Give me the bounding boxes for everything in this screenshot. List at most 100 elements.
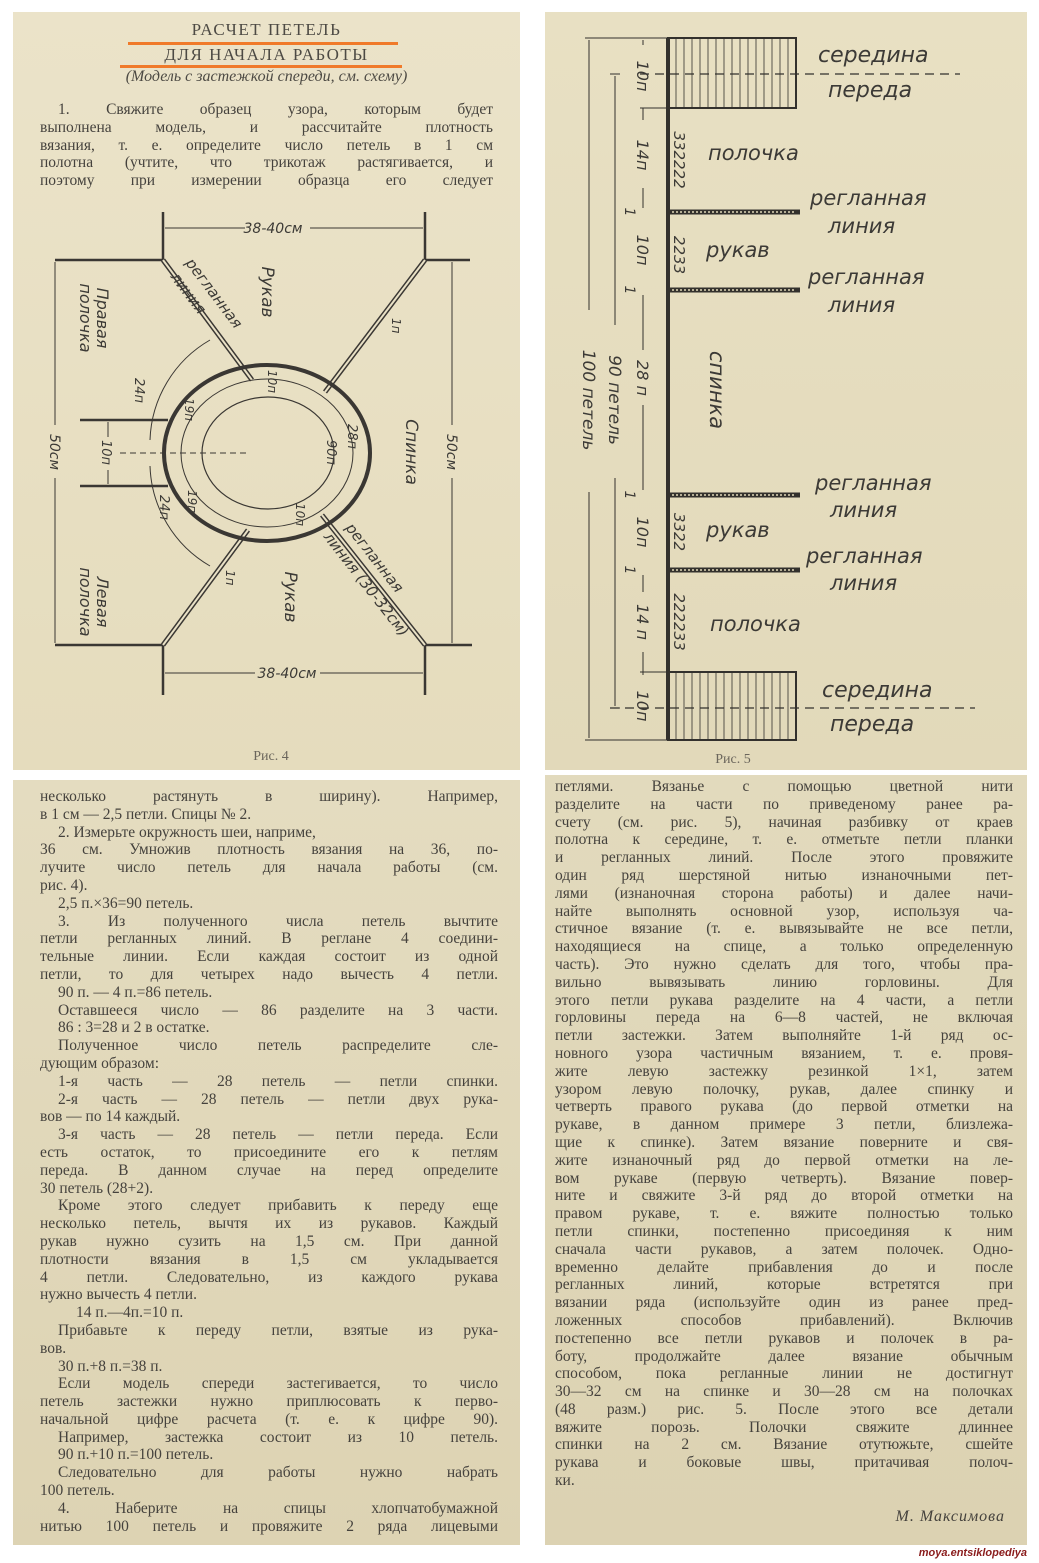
height-right-label: 50см	[443, 434, 459, 471]
dimension-label: 10п	[633, 235, 652, 266]
text-line: петли, то для четырех надо вычесть 4 пет…	[40, 965, 498, 983]
text-line: плотности вязания в 1,5 см укладывается	[40, 1250, 498, 1268]
text-line: Например, застежка состоит из 10 петель.	[58, 1428, 498, 1446]
text-line: спинки на 2 см. Вязание отутюжьте, сшейт…	[555, 1436, 1013, 1454]
text-line: 1. Свяжите образец узора, которым будет	[58, 101, 493, 118]
arc-24-bottom	[149, 465, 211, 567]
author-signature: М. Максимова	[895, 1508, 1005, 1525]
text-line: несколько петель, вычтя их из рукавов. К…	[40, 1215, 498, 1233]
text-line: регланных линий, которые встретятся при	[555, 1276, 1013, 1294]
text-line: рис. 4).	[40, 876, 88, 894]
text-line: переда. В данном случае на перед определ…	[40, 1161, 498, 1179]
text-line: новного узора частичным вязанием, т. е. …	[555, 1044, 1013, 1062]
text-line: полотна (учтите, что трикотаж растягивае…	[40, 154, 493, 172]
text-line: петли застежки. Затем выполняйте 1-й ряд…	[555, 1027, 1013, 1045]
text-line: 30 петель (28+2).	[40, 1179, 154, 1197]
text-line: нитью 100 петель и провяжите 2 ряда лице…	[40, 1517, 498, 1535]
text-line: выполнена модель, и рассчитайте плотност…	[40, 118, 493, 136]
article-title-line1: РАСЧЕТ ПЕТЕЛЬ	[191, 20, 342, 39]
stitch-arc	[180, 378, 354, 528]
width-bottom-label: 38-40см	[258, 666, 317, 682]
dimension-label: 10п	[633, 517, 652, 548]
dimension-label: 1	[621, 208, 637, 217]
text-line: тельные линии. Если каждая состоит из од…	[40, 948, 498, 966]
stitch-count-label: 10п	[265, 370, 279, 393]
stitch-count-label: 1п	[389, 318, 403, 334]
text-line: 100 петель.	[40, 1482, 115, 1500]
front-label: полочка	[708, 141, 799, 165]
text-line: петель застежки нужно приплюсовать к пер…	[40, 1393, 498, 1411]
arc-24-top	[149, 339, 211, 441]
text-line: Следовательно для работы нужно набрать	[58, 1464, 498, 1482]
raglan-line-label: линия	[827, 293, 895, 317]
text-line: 2. Измерьте окружность шеи, наприме,	[58, 823, 316, 841]
stitch-marks: 222233	[670, 593, 688, 650]
text-line: Прибавьте к переду петли, взятые из рука…	[58, 1321, 498, 1339]
watermark: moya.entsiklopediya	[918, 1547, 1027, 1559]
dimension-label: 14 п	[633, 604, 652, 640]
text-line: 86 : 3=28 и 2 в остатке.	[58, 1019, 210, 1037]
raglan-line-label: линия	[827, 214, 895, 238]
sleeve-bottom-label: Рукав	[280, 571, 300, 622]
stitch-count-label: 10п	[293, 503, 307, 526]
text-line: ните и свяжите 3-й ряд до второй отметки…	[555, 1187, 1013, 1205]
text-line: лучите число петель для начала работы (с…	[40, 859, 498, 877]
raglan-line-label: регланная	[814, 471, 932, 495]
text-line: 3. Из полученного числа петель вычтите	[58, 912, 498, 930]
right-front-label: Правая	[93, 288, 112, 349]
text-line: 4. Наберите на спицы хлопчатобумажной	[58, 1499, 498, 1517]
text-line: 14 п.—4п.=10 п.	[76, 1304, 184, 1322]
text-line: 4 петли. Следовательно, из каждого рукав…	[40, 1268, 498, 1286]
text-line: несколько растянуть в ширину). Например,	[40, 788, 498, 805]
front-center-label: переда	[830, 712, 914, 737]
stitch-count-label: 19п	[182, 398, 196, 421]
dimension-label: 100 петель	[578, 350, 598, 451]
text-line: нужно вычесть 4 петли.	[40, 1286, 197, 1304]
text-line: вильно вывязывать линию горловины. Для	[555, 973, 1013, 991]
figure-5-stitch-distribution: середина переда полочка регланная линия …	[578, 37, 975, 767]
stitch-count-label: 19п	[185, 490, 199, 513]
width-top-label: 38-40см	[244, 221, 303, 237]
sleeve-label: рукав	[705, 238, 770, 262]
text-line: постепенно все петли рукавов и полочек в…	[555, 1329, 1013, 1347]
stitch-count-label: 10п	[98, 440, 113, 466]
text-line: вов — по 14 каждый.	[40, 1108, 181, 1126]
text-line: вом рукаве (первую четверть). Вязание по…	[555, 1169, 1013, 1187]
text-line: правом рукаве, т. е. вяжите полностью то…	[555, 1205, 1013, 1223]
text-line: часть). Это нужно сделать для того, чтоб…	[555, 955, 1013, 973]
article-subtitle: (Модель с застежкой спереди, см. схему)	[125, 68, 408, 85]
stitch-count-label: 24п	[131, 378, 146, 404]
dimension-lines	[585, 37, 668, 741]
text-line: 2-я часть — 28 петель — петли двух рука-	[58, 1090, 498, 1108]
stitch-count-label: 24п	[156, 495, 171, 521]
text-line: найте выполнять основной узор, используя…	[555, 902, 1013, 920]
article-header-panel: РАСЧЕТ ПЕТЕЛЬ ДЛЯ НАЧАЛА РАБОТЫ (Модель …	[13, 12, 520, 770]
text-line: счету (см. рис. 5), начиная разбивку от …	[555, 813, 1013, 831]
text-line: вязании ряда (используйте один из ранее …	[555, 1294, 1013, 1312]
left-front-label: Левая	[93, 576, 112, 628]
dimension-label: 10п	[633, 61, 652, 92]
highlight-underline	[120, 65, 402, 68]
text-line: этого петли рукава разделите на 4 части,…	[555, 991, 1013, 1009]
left-front-label: полочка	[76, 567, 95, 636]
text-column-left: несколько растянуть в ширину). Например,…	[40, 788, 498, 1535]
sleeve-top-label: Рукав	[257, 266, 277, 317]
text-line: находящиеся на спице, а только определен…	[555, 938, 1013, 956]
text-line: боту, продолжайте далее вязание обычным	[555, 1347, 1013, 1365]
article-text-left: несколько растянуть в ширину). Например,…	[13, 780, 520, 1545]
text-line: вов.	[40, 1339, 67, 1357]
back-label: Спинка	[401, 419, 421, 485]
text-line: сначала части рукавов, а затем полочек. …	[555, 1240, 1013, 1258]
text-line: рукав нужно сузить на 1,5 см. При данной	[40, 1232, 498, 1250]
text-line: временно делайте прибавления до и после	[555, 1258, 1013, 1276]
text-line: полотна к середине, т. е. отметьте петли…	[555, 831, 1013, 849]
text-line: горловины переда на 6—8 частей, не включ…	[555, 1009, 1013, 1027]
highlight-underline	[128, 42, 398, 45]
text-line: жите левую застежку резинкой 1×1, затем	[555, 1062, 1013, 1080]
neckline-inner	[201, 396, 335, 510]
stitch-marks: 332222	[670, 131, 688, 188]
text-line: петли спинки, постепенно присоединяя к н…	[555, 1222, 1013, 1240]
dimension-label: 10п	[633, 691, 652, 722]
